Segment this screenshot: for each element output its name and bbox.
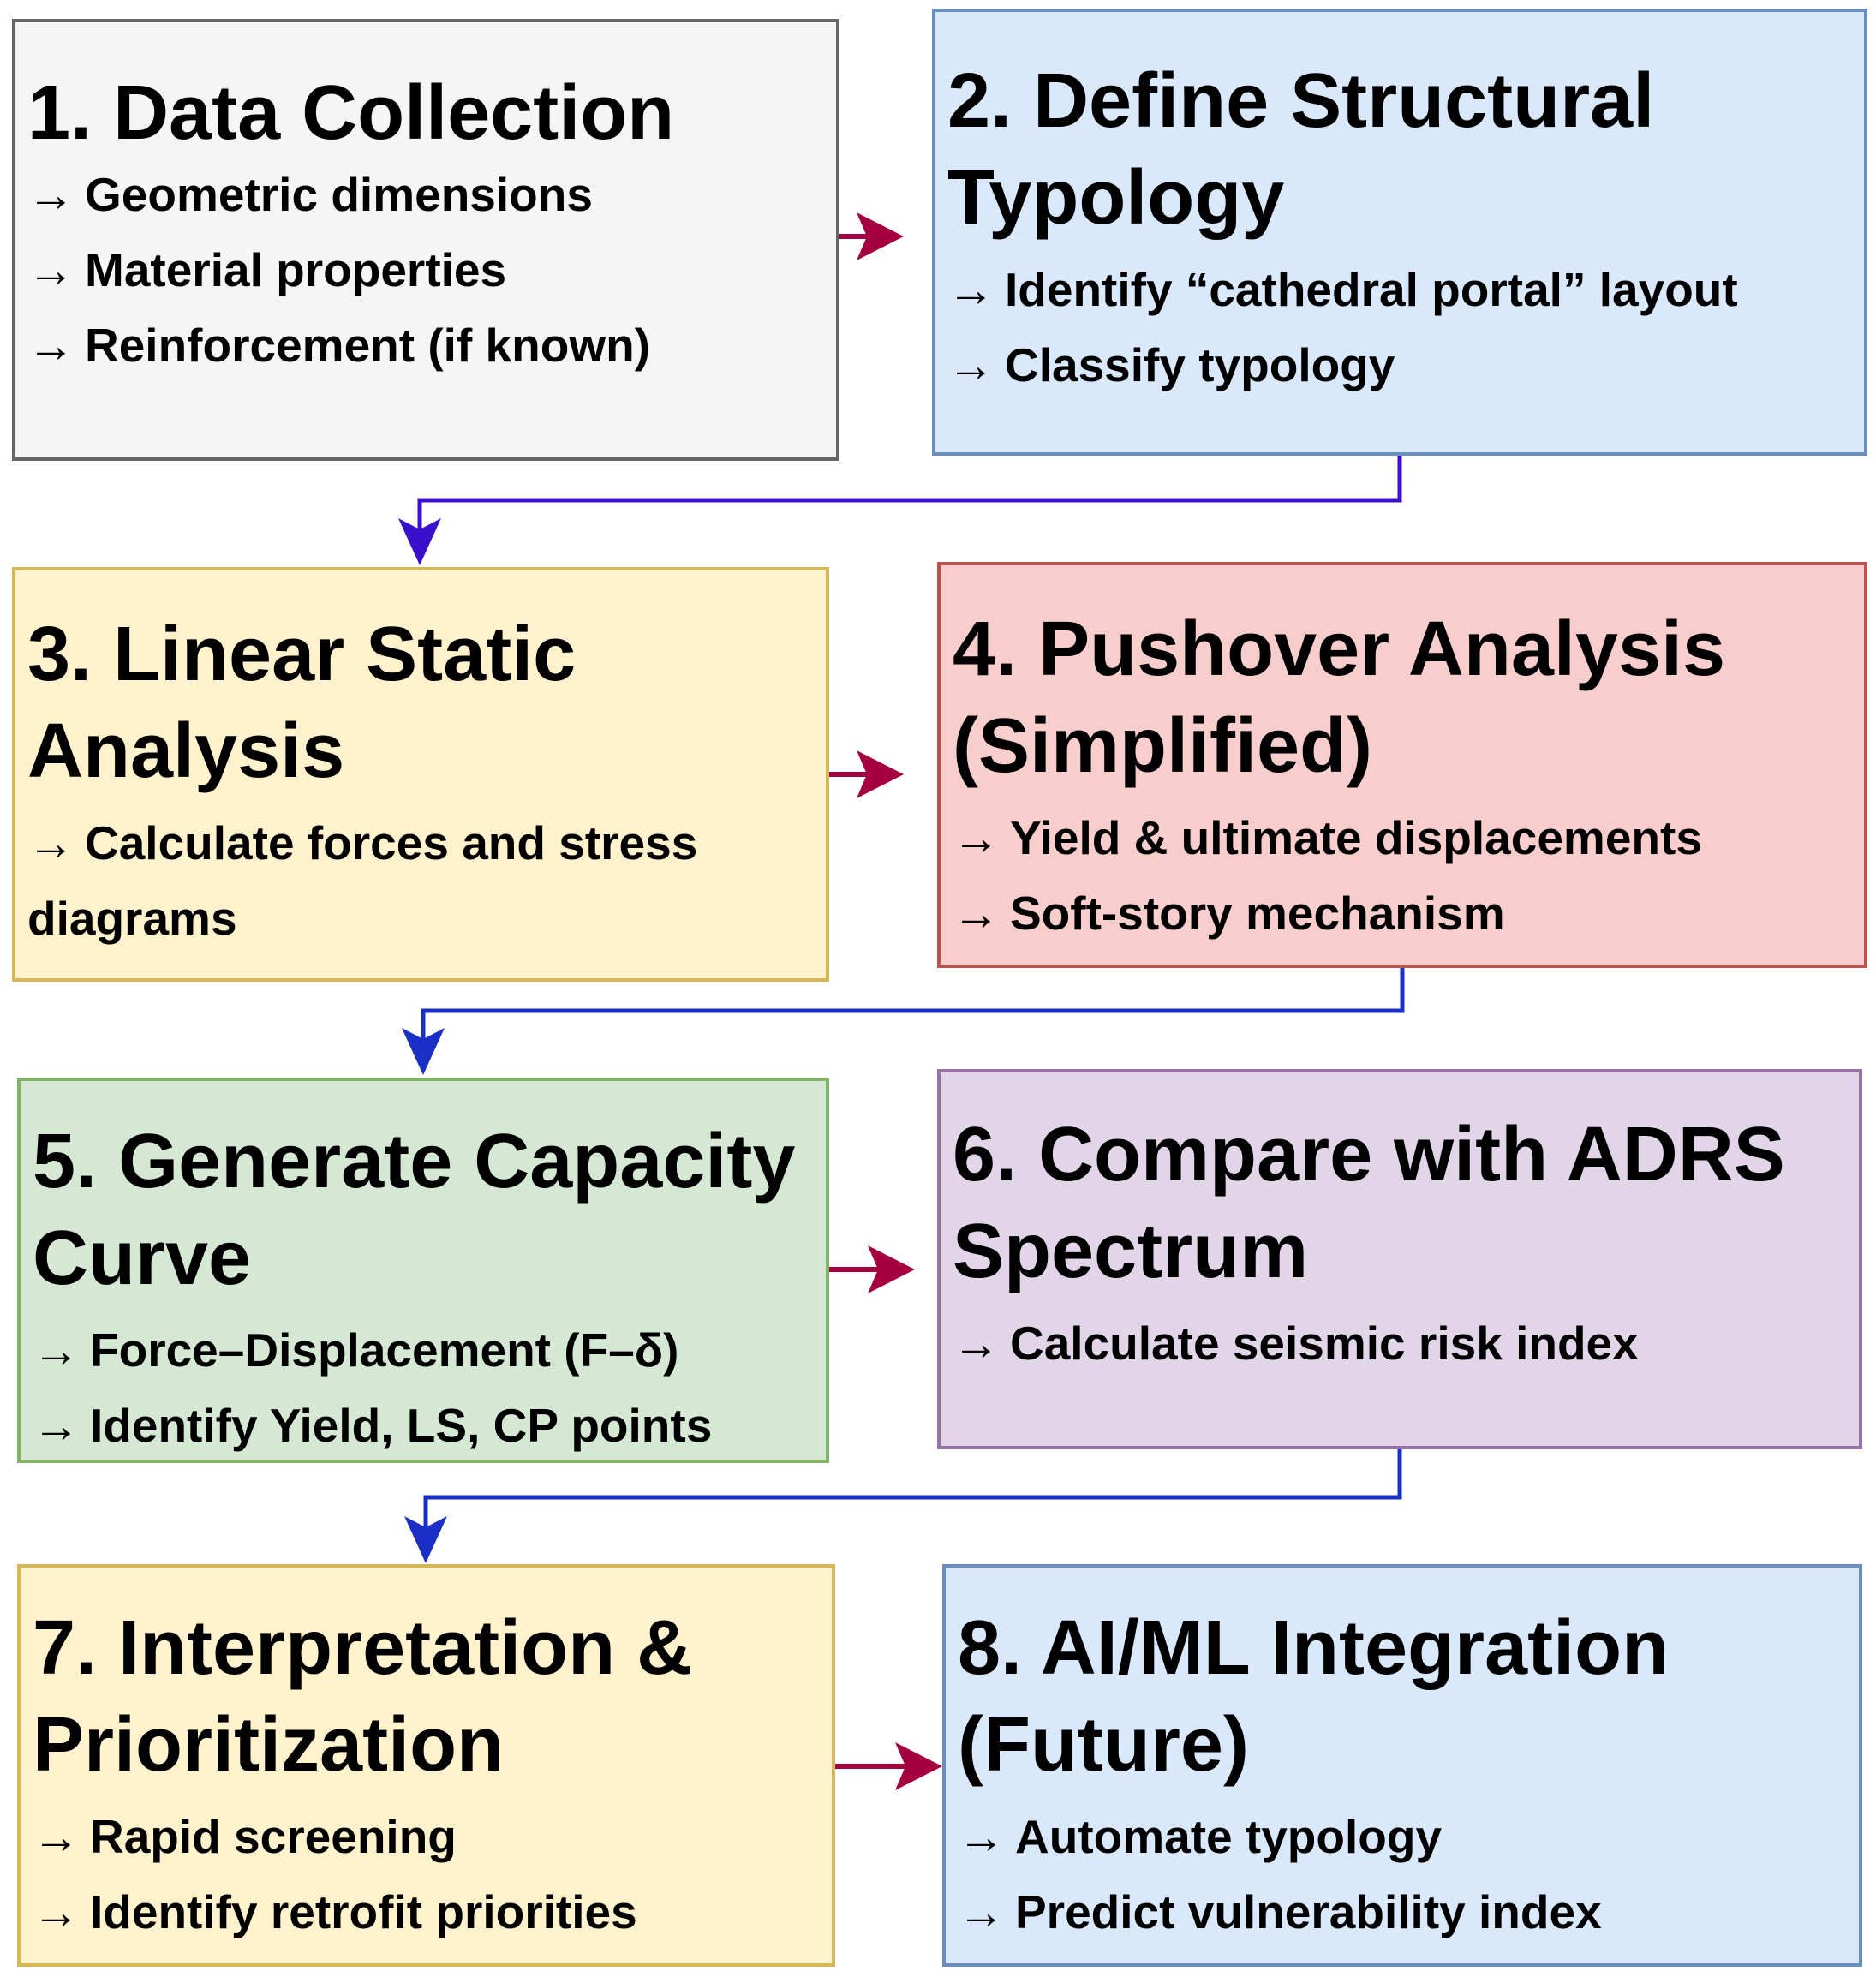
step-items: →Rapid screening →Identify retrofit prio… bbox=[33, 1799, 832, 1950]
step-item: →Reinforcement (if known) bbox=[27, 308, 836, 383]
arrow-right-icon: → bbox=[958, 1810, 1005, 1863]
step-box-2: 2. Define Structural Typology →Identify … bbox=[932, 9, 1867, 456]
arrow-5-to-6 bbox=[829, 1245, 915, 1293]
arrow-right-icon: → bbox=[33, 1885, 80, 1938]
step-item: →Yield & ultimate displacements bbox=[953, 800, 1864, 875]
step-item: →Automate typology bbox=[958, 1799, 1859, 1874]
arrow-right-icon: → bbox=[27, 243, 75, 296]
step-item: →Predict vulnerability index bbox=[958, 1874, 1859, 1950]
arrow-right-icon: → bbox=[953, 887, 1000, 940]
step-items: →Automate typology →Predict vulnerabilit… bbox=[958, 1799, 1859, 1950]
connector-4-to-5 bbox=[402, 968, 1405, 1075]
step-title: 2. Define Structural Typology bbox=[947, 58, 1655, 241]
arrow-right-icon: → bbox=[958, 1885, 1005, 1938]
arrow-right-icon: → bbox=[947, 338, 995, 391]
arrow-right-icon: → bbox=[33, 1323, 80, 1377]
arrow-3-to-4 bbox=[829, 750, 904, 798]
arrow-right-icon: → bbox=[27, 816, 75, 869]
step-box-5: 5. Generate Capacity Curve →Force–Displa… bbox=[17, 1078, 829, 1463]
step-item: →Classify typology bbox=[947, 327, 1864, 403]
step-box-8: 8. AI/ML Integration (Future) →Automate … bbox=[942, 1564, 1862, 1967]
arrow-right-icon: → bbox=[33, 1810, 80, 1863]
arrow-right-icon: → bbox=[947, 263, 995, 316]
step-box-1: 1. Data Collection →Geometric dimensions… bbox=[12, 19, 839, 461]
step-title: 4. Pushover Analysis (Simplified) bbox=[953, 606, 1726, 789]
arrow-right-icon: → bbox=[27, 319, 75, 372]
step-title: 3. Linear Static Analysis bbox=[27, 612, 577, 794]
step-item: →Identify retrofit priorities bbox=[33, 1874, 832, 1950]
arrow-right-icon: → bbox=[953, 811, 1000, 864]
step-box-3: 3. Linear Static Analysis →Calculate for… bbox=[12, 567, 829, 982]
step-item: →Identify “cathedral portal” layout bbox=[947, 252, 1864, 327]
step-item: →Calculate seismic risk index bbox=[953, 1305, 1859, 1381]
connector-6-to-7 bbox=[404, 1449, 1402, 1563]
arrow-right-icon: → bbox=[27, 168, 75, 221]
step-box-4: 4. Pushover Analysis (Simplified) →Yield… bbox=[937, 562, 1867, 968]
step-items: →Force–Displacement (F–δ) →Identify Yiel… bbox=[33, 1312, 826, 1460]
arrow-right-icon: → bbox=[33, 1399, 80, 1452]
arrow-1-to-2 bbox=[838, 212, 904, 260]
step-items: →Yield & ultimate displacements →Soft-st… bbox=[953, 800, 1864, 951]
step-title: 6. Compare with ADRS Spectrum bbox=[953, 1112, 1785, 1294]
step-box-6: 6. Compare with ADRS Spectrum →Calculate… bbox=[937, 1069, 1862, 1449]
step-item: →Material properties bbox=[27, 232, 836, 308]
step-title: 1. Data Collection bbox=[27, 70, 675, 156]
step-item: →Force–Displacement (F–δ) bbox=[33, 1312, 826, 1388]
step-items: →Identify “cathedral portal” layout →Cla… bbox=[947, 252, 1864, 403]
step-item: →Soft-story mechanism bbox=[953, 875, 1864, 951]
step-title: 7. Interpretation & Prioritization bbox=[33, 1605, 693, 1788]
step-item: →Rapid screening bbox=[33, 1799, 832, 1874]
step-title: 8. AI/ML Integration (Future) bbox=[958, 1605, 1670, 1788]
step-items: →Calculate forces and stress diagrams bbox=[27, 805, 826, 956]
arrow-7-to-8 bbox=[835, 1742, 942, 1790]
step-item: →Geometric dimensions bbox=[27, 157, 836, 232]
arrow-right-icon: → bbox=[953, 1317, 1000, 1370]
step-box-7: 7. Interpretation & Prioritization →Rapi… bbox=[17, 1564, 835, 1967]
step-title: 5. Generate Capacity Curve bbox=[33, 1119, 796, 1301]
step-items: →Calculate seismic risk index bbox=[953, 1305, 1859, 1381]
step-items: →Geometric dimensions →Material properti… bbox=[27, 157, 836, 383]
step-item: →Identify Yield, LS, CP points bbox=[33, 1388, 826, 1460]
step-item: →Calculate forces and stress diagrams bbox=[27, 805, 826, 956]
connector-2-to-3 bbox=[398, 456, 1402, 565]
